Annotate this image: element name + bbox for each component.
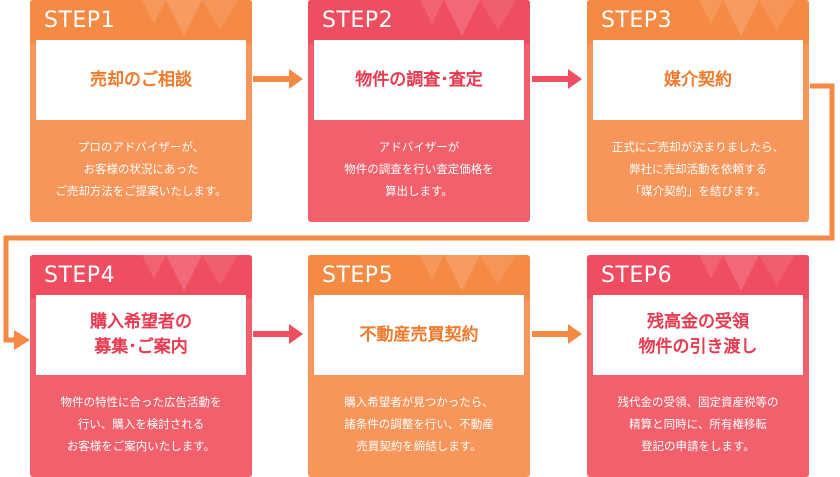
step-description: 正式にご売却が決まりましたら、 弊社に売却活動を依頼する 「媒介契約」を結びます…	[591, 136, 805, 202]
step-desc-line: 購入希望者が見つかったら、	[344, 395, 494, 409]
step-4: STEP4 購入希望者の 募集･ご案内 物件の特性に合った広告活動を 行い、購入…	[30, 255, 252, 477]
step-title-card: 売却のご相談	[36, 40, 246, 120]
arrow-right-icon	[253, 324, 303, 344]
step-header-band	[30, 0, 252, 44]
step-3: STEP3 媒介契約 正式にご売却が決まりましたら、 弊社に売却活動を依頼する …	[587, 0, 809, 222]
step-title: 物件の引き渡し	[638, 337, 758, 357]
step-header-band	[587, 0, 809, 44]
step-desc-line: 行い、購入を検討される	[77, 417, 205, 431]
step-desc-line: 物件の調査を行い査定価格を	[344, 162, 494, 176]
step-title-card: 媒介契約	[593, 40, 803, 120]
arrow-right-icon	[14, 330, 30, 350]
step-title: 購入希望者の	[90, 312, 192, 332]
step-title-card: 購入希望者の 募集･ご案内	[36, 295, 246, 375]
step-desc-line: お客様の状況にあった	[83, 162, 199, 176]
step-title-card: 物件の調査･査定	[314, 40, 524, 120]
step-header-decoration	[420, 0, 516, 36]
step-title-card: 残高金の受領 物件の引き渡し	[593, 295, 803, 375]
step-desc-line: 正式にご売却が決まりましたら、	[611, 140, 785, 154]
step-label: STEP4	[44, 263, 116, 288]
step-desc-line: 諸条件の調整を行い、不動産	[344, 417, 494, 431]
step-desc-line: 「媒介契約」を結びます。	[629, 184, 767, 198]
step-desc-line: 残代金の受領、固定資産税等の	[617, 395, 779, 409]
step-description: 購入希望者が見つかったら、 諸条件の調整を行い、不動産 売買契約を締結します。	[312, 391, 526, 457]
step-header-decoration	[420, 255, 516, 291]
step-label: STEP3	[601, 8, 673, 33]
arrow-right-icon	[532, 69, 582, 89]
step-desc-line: 登記の申請をします。	[641, 439, 755, 453]
step-description: アドバイザーが 物件の調査を行い査定価格を 算出します。	[312, 136, 526, 202]
step-desc-line: 物件の特性に合った広告活動を	[60, 395, 222, 409]
step-desc-line: 精算と同時に、所有権移転	[629, 417, 767, 431]
step-header-band	[30, 255, 252, 299]
step-desc-line: 売買契約を締結します。	[356, 439, 482, 453]
step-desc-line: 弊社に売却活動を依頼する	[629, 162, 767, 176]
step-header-decoration	[699, 0, 795, 36]
step-title: 媒介契約	[664, 69, 732, 90]
step-description: 物件の特性に合った広告活動を 行い、購入を検討される お客様をご案内いたします。	[34, 391, 248, 457]
step-header-band	[308, 0, 530, 44]
step-header-decoration	[142, 255, 238, 291]
step-title: 募集･ご案内	[94, 337, 188, 357]
step-desc-line: プロのアドバイザーが、	[77, 140, 205, 154]
step-description: 残代金の受領、固定資産税等の 精算と同時に、所有権移転 登記の申請をします。	[591, 391, 805, 457]
step-6: STEP6 残高金の受領 物件の引き渡し 残代金の受領、固定資産税等の 精算と同…	[587, 255, 809, 477]
step-header-band	[308, 255, 530, 299]
arrow-right-icon	[253, 69, 303, 89]
step-title: 物件の調査･査定	[355, 69, 483, 90]
step-label: STEP2	[322, 8, 394, 33]
step-desc-line: お客様をご案内いたします。	[66, 439, 216, 453]
step-label: STEP6	[601, 263, 673, 288]
step-1: STEP1 売却のご相談 プロのアドバイザーが、 お客様の状況にあった ご売却方…	[30, 0, 252, 222]
step-2: STEP2 物件の調査･査定 アドバイザーが 物件の調査を行い査定価格を 算出し…	[308, 0, 530, 222]
step-title: 残高金の受領	[647, 312, 749, 332]
step-header-band	[587, 255, 809, 299]
step-title-card: 不動産売買契約	[314, 295, 524, 375]
step-description: プロのアドバイザーが、 お客様の状況にあった ご売却方法をご提案いたします。	[34, 136, 248, 202]
step-label: STEP5	[322, 263, 394, 288]
step-desc-line: 算出します。	[385, 184, 453, 198]
step-5: STEP5 不動産売買契約 購入希望者が見つかったら、 諸条件の調整を行い、不動…	[308, 255, 530, 477]
step-title: 不動産売買契約	[359, 324, 479, 345]
step-header-decoration	[699, 255, 795, 291]
step-header-decoration	[142, 0, 238, 36]
step-desc-line: アドバイザーが	[378, 140, 460, 154]
step-desc-line: ご売却方法をご提案いたします。	[55, 184, 227, 198]
step-label: STEP1	[44, 8, 116, 33]
step-title: 売却のご相談	[90, 69, 192, 90]
arrow-right-icon	[532, 324, 582, 344]
